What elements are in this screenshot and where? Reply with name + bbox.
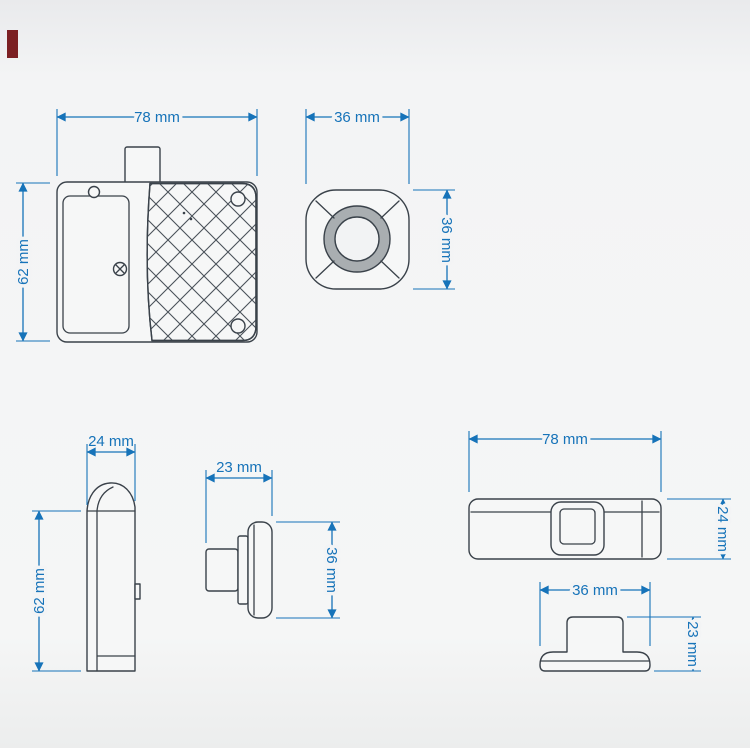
sensor-side-height-label: 36 mm bbox=[323, 547, 340, 593]
sensor-socket-inner bbox=[559, 508, 596, 545]
lock-front-width-dimension: 78 mm bbox=[56, 106, 258, 176]
screw-hole-top bbox=[230, 191, 246, 207]
lock-top-height-label: 24 mm bbox=[714, 506, 731, 552]
sensor-knob-body bbox=[539, 616, 651, 672]
knurl-pattern bbox=[146, 182, 257, 342]
latch-bolt bbox=[124, 146, 161, 188]
red-corner-marker bbox=[7, 30, 18, 58]
side-catch bbox=[134, 583, 141, 600]
faceplate-corner-lines bbox=[315, 200, 400, 279]
sensor-side-width-label: 23 mm bbox=[216, 459, 262, 476]
sensor-socket-outer bbox=[550, 501, 605, 556]
lock-side-body bbox=[86, 482, 136, 672]
rivet-dot bbox=[182, 211, 186, 215]
sensor-front-width-label: 36 mm bbox=[334, 109, 380, 126]
lock-front-height-dimension: 62 mm bbox=[12, 182, 50, 342]
sensor-front-height-label: 36 mm bbox=[438, 217, 455, 263]
sensor-face-edge bbox=[247, 521, 273, 619]
lock-front-width-label: 78 mm bbox=[134, 109, 180, 126]
sensor-front-width-dimension: 36 mm bbox=[305, 106, 410, 184]
lock-top-width-label: 78 mm bbox=[542, 431, 588, 448]
lock-side-view: 24 mm 62 mm bbox=[28, 433, 141, 672]
rivet-dot bbox=[189, 217, 193, 221]
sensor-knob-height-dimension: 23 mm bbox=[627, 616, 705, 672]
sensor-barrel bbox=[205, 548, 239, 592]
sensor-front-height-dimension: 36 mm bbox=[413, 189, 459, 290]
lock-front-view: 78 mm 62 mm bbox=[12, 106, 258, 343]
lock-top-view: 78 mm 24 mm bbox=[468, 428, 735, 560]
sensor-knob-width-label: 36 mm bbox=[572, 582, 618, 599]
sensor-side-view: 23 mm 36 mm bbox=[205, 459, 344, 619]
sensor-knob-view: 36 mm 23 mm bbox=[539, 579, 705, 672]
lock-side-height-label: 62 mm bbox=[31, 568, 48, 614]
lock-top-width-dimension: 78 mm bbox=[468, 428, 662, 492]
plate-pin bbox=[87, 185, 101, 199]
sensor-flange bbox=[237, 535, 249, 605]
lock-side-inner-lines bbox=[86, 510, 136, 672]
lock-side-width-label: 24 mm bbox=[88, 433, 134, 450]
lock-side-height-dimension: 62 mm bbox=[28, 510, 81, 672]
sensor-side-width-dimension: 23 mm bbox=[205, 459, 273, 543]
lock-top-height-dimension: 24 mm bbox=[667, 498, 735, 560]
fingerprint-window bbox=[334, 216, 380, 262]
lock-side-width-dimension: 24 mm bbox=[86, 433, 136, 505]
phillips-screw-cross bbox=[115, 264, 125, 274]
lock-front-height-label: 62 mm bbox=[15, 239, 32, 285]
sensor-knob-width-dimension: 36 mm bbox=[539, 579, 651, 646]
latch-hook-curve bbox=[96, 486, 114, 512]
sensor-side-height-dimension: 36 mm bbox=[276, 521, 344, 619]
sensor-knob-height-label: 23 mm bbox=[684, 621, 701, 667]
sensor-front-view: 36 mm 36 mm bbox=[305, 106, 459, 290]
screw-hole-bottom bbox=[230, 318, 246, 334]
